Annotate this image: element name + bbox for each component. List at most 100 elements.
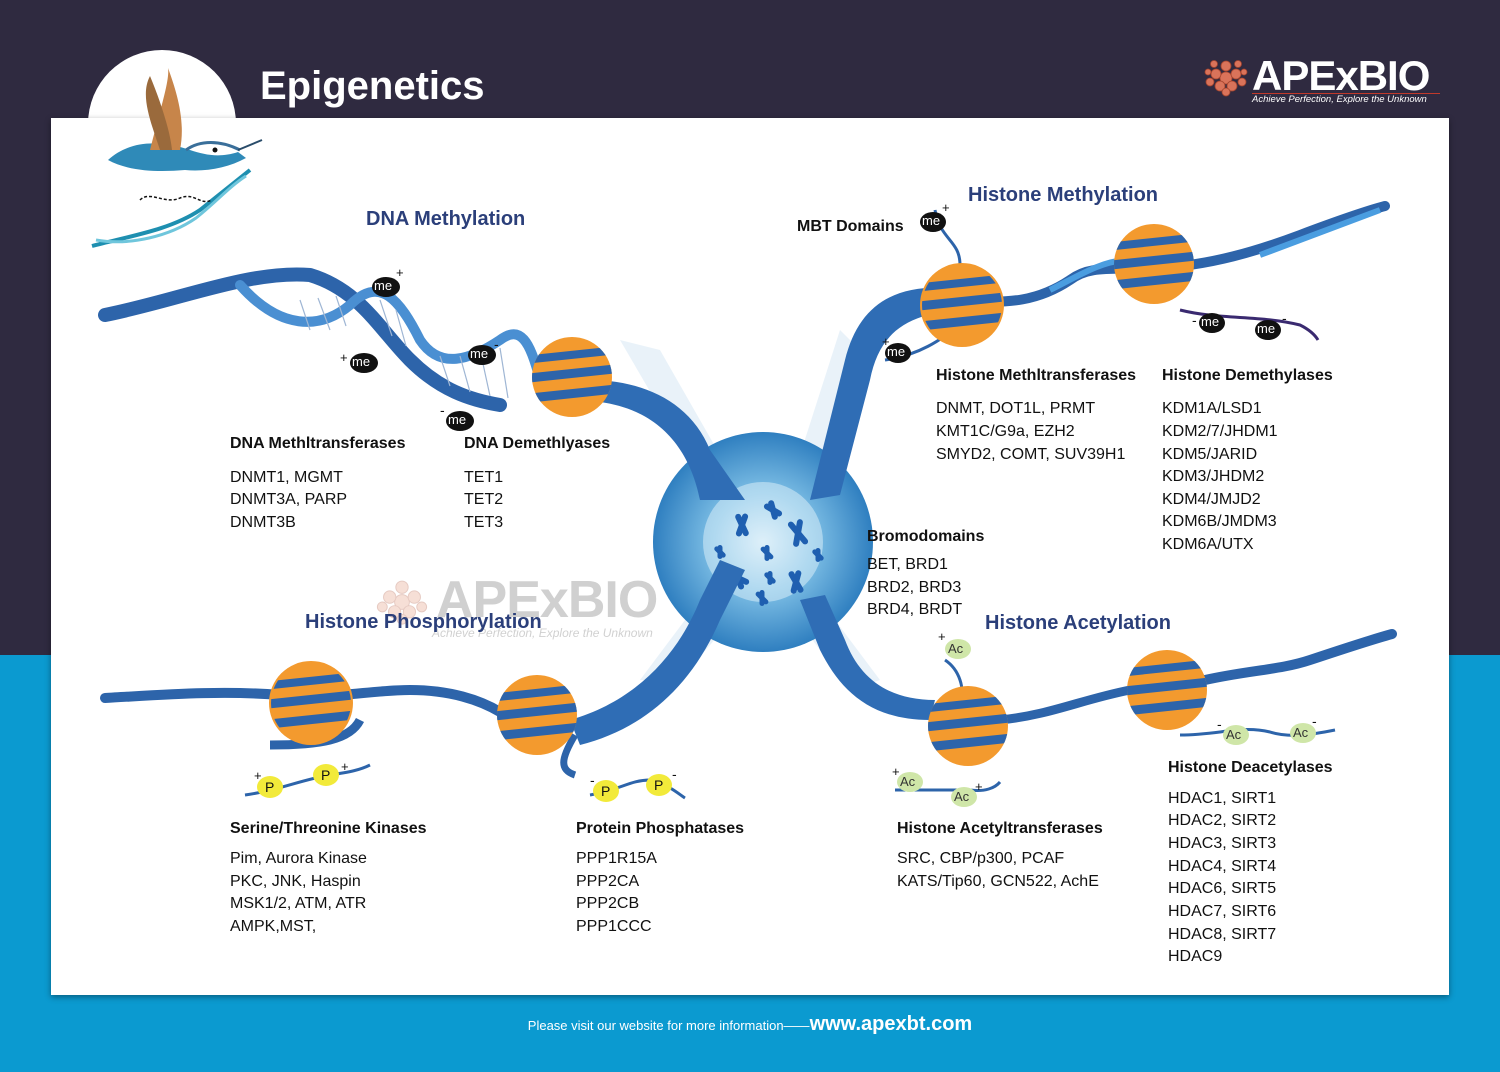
list-item: KMT1C/G9a, EZH2	[936, 423, 1075, 440]
logo-cluster-icon	[1204, 60, 1248, 97]
methyl-label: me	[352, 354, 371, 369]
list-item: HDAC4, SIRT4	[1168, 858, 1277, 875]
charge-plus: +	[942, 200, 950, 215]
acetyl-label: Ac	[900, 774, 916, 789]
list-item: MSK1/2, ATM, ATR	[230, 895, 367, 912]
charge-minus: -	[1282, 310, 1287, 326]
list-item: TET3	[464, 514, 504, 531]
list-item: KDM5/JARID	[1162, 446, 1258, 463]
page-title: Epigenetics	[260, 64, 485, 108]
methyl-label: me	[374, 278, 393, 293]
list-item: PPP2CB	[576, 895, 640, 912]
histone-phosphorylation-strand	[100, 684, 686, 800]
acetyl-label: Ac	[1226, 727, 1242, 742]
methyl-label: me	[922, 213, 941, 228]
list-item: KDM6B/JMDM3	[1162, 513, 1277, 530]
group-title-dna-methyltransferases: DNA Methltransferases	[230, 435, 406, 452]
list-item: DNMT3B	[230, 514, 296, 531]
charge-plus: +	[340, 350, 348, 365]
strand-to-cell-acetylation	[800, 595, 935, 720]
charge-plus: +	[254, 768, 262, 783]
strand-to-cell-phosphorylation	[570, 560, 745, 745]
watermark-cluster-icon	[376, 580, 428, 625]
methyl-label: me	[1201, 314, 1220, 329]
list-item: DNMT, DOT1L, PRMT	[936, 400, 1096, 417]
phospho-label: P	[321, 767, 331, 783]
website-link[interactable]: www.apexbt.com	[809, 1013, 973, 1035]
list-item: HDAC3, SIRT3	[1168, 835, 1277, 852]
list-item: PPP1CCC	[576, 918, 652, 935]
list-item: PKC, JNK, Haspin	[230, 873, 361, 890]
list-item: HDAC6, SIRT5	[1168, 880, 1277, 897]
methyl-label: me	[887, 344, 906, 359]
acetyl-tags	[897, 639, 1316, 807]
list-item: HDAC2, SIRT2	[1168, 812, 1277, 829]
logo-tagline: Achieve Perfection, Explore the Unknown	[1252, 94, 1427, 105]
group-title-histone-demethylases: Histone Demethylases	[1162, 367, 1333, 384]
charge-minus: -	[1192, 312, 1197, 328]
list-item: HDAC1, SIRT1	[1168, 790, 1277, 807]
nucleosome	[269, 661, 353, 745]
group-title-histone-deacetylases: Histone Deacetylases	[1168, 759, 1333, 776]
acetyl-label: Ac	[954, 789, 970, 804]
charge-minus: -	[590, 772, 595, 788]
nucleosome	[532, 337, 612, 417]
section-title-histone-acetylation: Histone Acetylation	[985, 612, 1171, 634]
charge-minus: -	[494, 336, 499, 352]
charge-plus: +	[892, 764, 900, 779]
dna-double-helix	[98, 267, 545, 412]
list-item: KATS/Tip60, GCN522, AchE	[897, 873, 1099, 890]
list-item: PPP1R15A	[576, 850, 657, 867]
methyl-label: me	[448, 412, 467, 427]
charge-minus: -	[440, 402, 445, 418]
charge-plus: +	[341, 759, 349, 774]
list-item: Pim, Aurora Kinase	[230, 850, 367, 867]
logo-underline	[1252, 93, 1440, 94]
list-item: TET1	[464, 469, 504, 486]
charge-plus: +	[882, 334, 890, 349]
strand-to-cell-dna	[590, 380, 745, 500]
apexbio-logo[interactable]: APExBIO Achieve Perfection, Explore the …	[1200, 52, 1450, 110]
list-item: PPP2CA	[576, 873, 640, 890]
list-item: KDM1A/LSD1	[1162, 400, 1262, 417]
list-item: AMPK,MST,	[230, 918, 317, 935]
group-title-bromodomains: Bromodomains	[867, 528, 985, 545]
mascot-bird-icon	[108, 68, 263, 171]
watermark-text: APExBIO	[436, 571, 658, 629]
list-item: HDAC9	[1168, 948, 1223, 965]
nucleosome	[928, 686, 1008, 766]
list-item: SMYD2, COMT, SUV39H1	[936, 446, 1126, 463]
list-item: BRD2, BRD3	[867, 579, 962, 596]
charge-minus: -	[1312, 713, 1317, 729]
list-item: TET2	[464, 491, 504, 508]
logo-text: APExBIO	[1252, 52, 1430, 99]
list-item: HDAC7, SIRT6	[1168, 903, 1277, 920]
phospho-label: P	[601, 783, 611, 799]
list-item: KDM3/JHDM2	[1162, 468, 1265, 485]
phospho-label: P	[265, 779, 275, 795]
section-title-histone-methylation: Histone Methylation	[968, 184, 1159, 206]
footer: Please visit our website for more inform…	[0, 1013, 1500, 1036]
list-item: KDM2/7/JHDM1	[1162, 423, 1278, 440]
methyl-label: me	[470, 346, 489, 361]
phospho-tags	[257, 764, 672, 802]
footer-text: Please visit our website for more inform…	[527, 1018, 810, 1033]
list-item: DNMT3A, PARP	[230, 491, 348, 508]
nucleosome	[1114, 224, 1194, 304]
list-item: HDAC8, SIRT7	[1168, 926, 1277, 943]
group-title-serine-threonine-kinases: Serine/Threonine Kinases	[230, 820, 427, 837]
mbt-domains-label: MBT Domains	[797, 218, 904, 235]
charge-plus: +	[396, 265, 404, 280]
group-title-histone-methyltransferases: Histone Methltransferases	[936, 367, 1137, 384]
group-title-histone-acetyltransferases: Histone Acetyltransferases	[897, 820, 1103, 837]
list-item: KDM6A/UTX	[1162, 536, 1254, 553]
nucleosome	[1127, 650, 1207, 730]
methyl-label: me	[1257, 321, 1276, 336]
section-title-dna-methylation: DNA Methylation	[366, 208, 526, 230]
charge-minus: -	[1217, 716, 1222, 732]
apexbio-watermark: APExBIO Achieve Perfection, Explore the …	[370, 570, 658, 640]
charge-plus: +	[975, 779, 983, 794]
nucleosome	[920, 263, 1004, 347]
section-title-histone-phosphorylation: Histone Phosphorylation	[305, 611, 542, 633]
